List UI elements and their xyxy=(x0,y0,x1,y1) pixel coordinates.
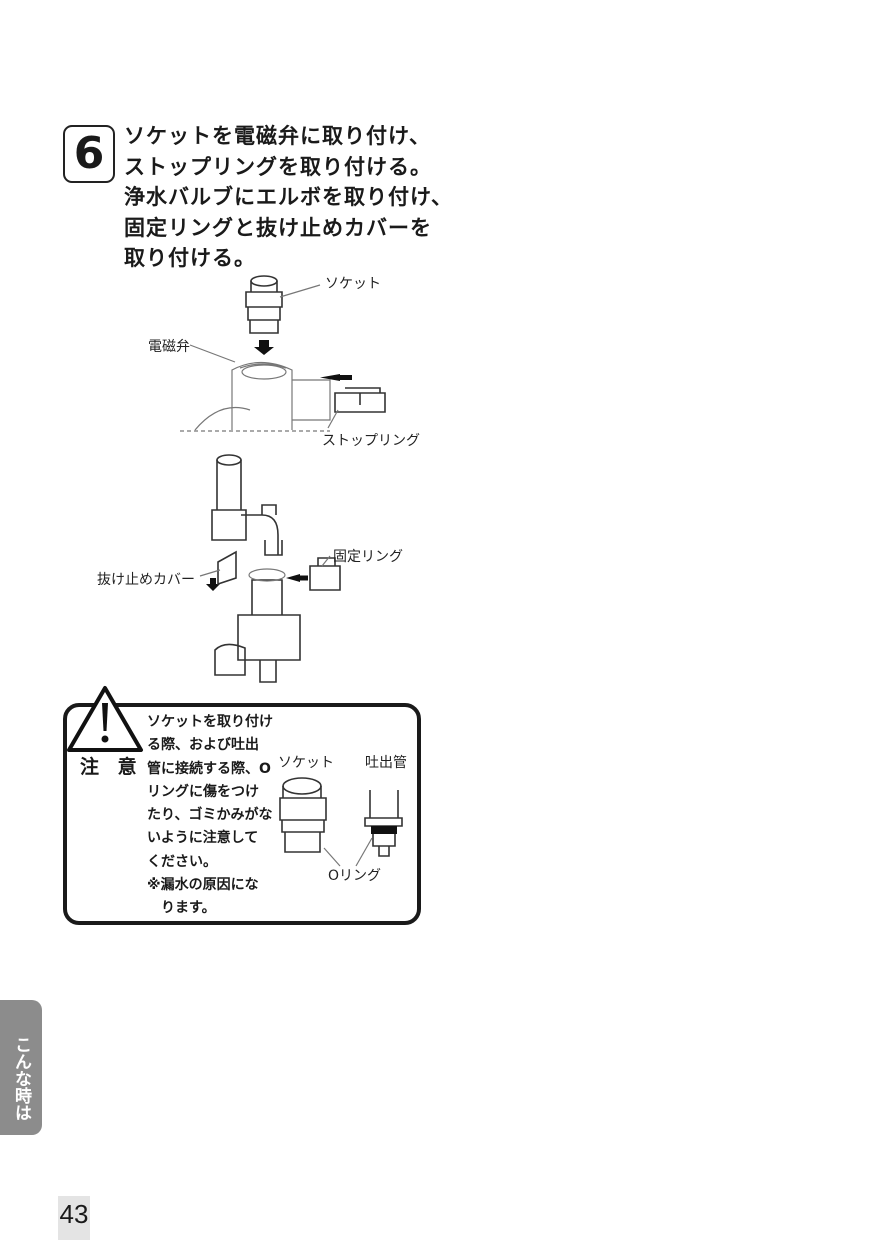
left-arrow-icon xyxy=(320,374,352,381)
stop-ring-illustration xyxy=(334,387,386,413)
left-arrow-icon xyxy=(286,574,308,582)
step-line: 浄水バルブにエルボを取り付け、 xyxy=(124,185,453,209)
solenoid-valve-illustration xyxy=(180,361,331,432)
socket-illustration xyxy=(279,777,327,853)
step-line: ストップリングを取り付ける。 xyxy=(124,154,432,179)
retaining-cover-illustration xyxy=(217,550,237,586)
caution-line: いように注意して xyxy=(147,830,259,847)
elbow-illustration xyxy=(211,454,283,556)
filter-valve-illustration xyxy=(214,568,301,683)
caution-line: 管に接続する際、O xyxy=(147,760,271,777)
caution-line: リングに傷をつけ xyxy=(147,783,259,800)
label-stop-ring: ストップリング xyxy=(322,433,420,449)
section-tab: こんな時は xyxy=(0,1000,42,1135)
label-solenoid-valve: 電磁弁 xyxy=(148,339,190,355)
step-line: 取り付ける。 xyxy=(124,246,256,270)
caution-line: たり、ゴミかみがな xyxy=(147,807,273,824)
caution-line: る際、および吐出 xyxy=(147,737,259,754)
label-fixing-ring: 固定リング xyxy=(333,549,403,565)
caution-title: 注 意 xyxy=(80,756,143,778)
fixing-ring-illustration xyxy=(309,557,341,591)
label-retaining-cover: 抜け止めカバー xyxy=(97,572,195,588)
socket-illustration xyxy=(245,275,283,334)
caution-line: ※漏水の原因にな xyxy=(147,877,259,894)
caution-line: ソケットを取り付け xyxy=(147,714,273,730)
page-number: 43 xyxy=(58,1196,90,1240)
caution-line: ください。 xyxy=(147,853,217,870)
caution-line: ります。 xyxy=(147,900,216,917)
spout-pipe-illustration xyxy=(364,790,403,857)
step-number-badge: 6 xyxy=(63,125,115,183)
label-spout-pipe: 吐出管 xyxy=(365,755,407,771)
caution-text: ソケットを取り付け る際、および吐出 管に接続する際、O リングに傷をつけ たり… xyxy=(147,711,273,921)
label-o-ring: Oリング xyxy=(328,868,382,884)
step-instructions: ソケットを電磁弁に取り付け、 ストップリングを取り付ける。 浄水バルブにエルボを… xyxy=(124,121,453,274)
label-socket: ソケット xyxy=(325,276,381,292)
step-line: 固定リングと抜け止めカバーを xyxy=(124,215,432,240)
label-socket: ソケット xyxy=(278,755,334,771)
step-line: ソケットを電磁弁に取り付け、 xyxy=(124,124,431,148)
down-arrow-icon xyxy=(206,578,220,591)
down-arrow-icon xyxy=(254,340,274,355)
